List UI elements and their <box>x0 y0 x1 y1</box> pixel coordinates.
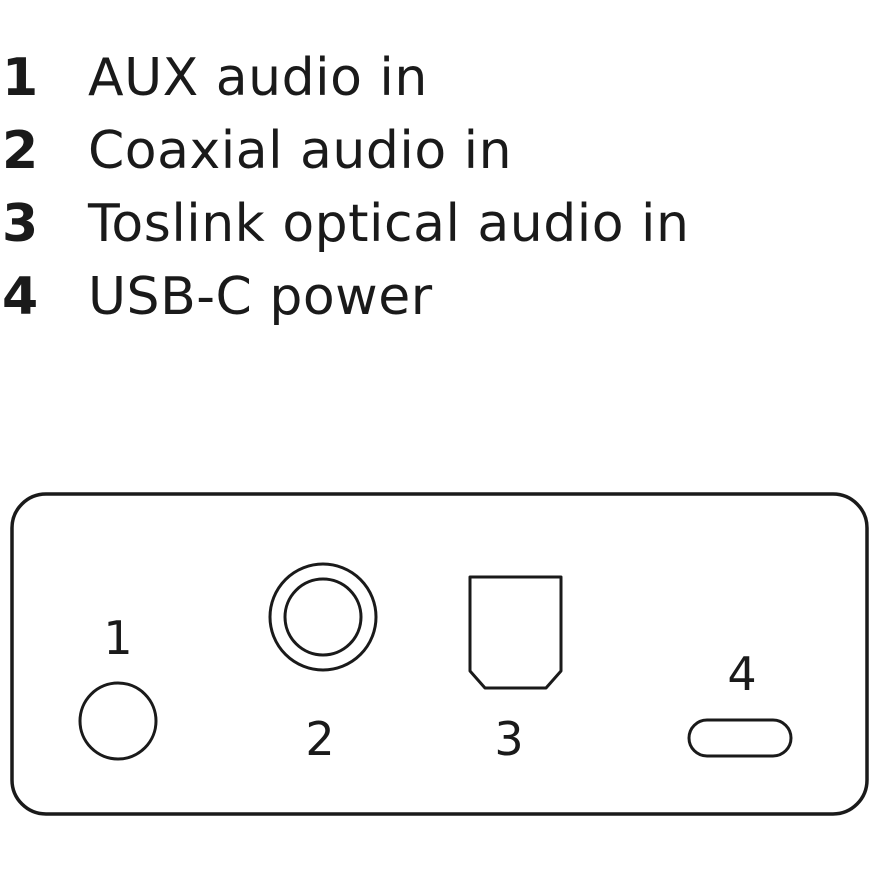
legend-label: AUX audio in <box>88 48 428 108</box>
port-number-1: 1 <box>103 611 132 665</box>
device-panel-outline <box>10 492 869 816</box>
port-number-2: 2 <box>305 712 334 766</box>
legend-number: 3 <box>2 194 39 254</box>
legend-label: Coaxial audio in <box>88 121 513 181</box>
legend-number: 1 <box>2 48 39 108</box>
coaxial-jack-icon <box>268 562 378 672</box>
usb-c-port-icon <box>687 718 793 758</box>
legend-label: USB-C power <box>88 267 433 327</box>
port-number-3: 3 <box>494 712 523 766</box>
port-number-4: 4 <box>727 647 756 701</box>
aux-jack-icon <box>78 681 158 761</box>
legend-label: Toslink optical audio in <box>88 194 690 254</box>
legend-number: 4 <box>2 267 39 327</box>
toslink-port-icon <box>468 575 563 690</box>
legend-number: 2 <box>2 121 39 181</box>
